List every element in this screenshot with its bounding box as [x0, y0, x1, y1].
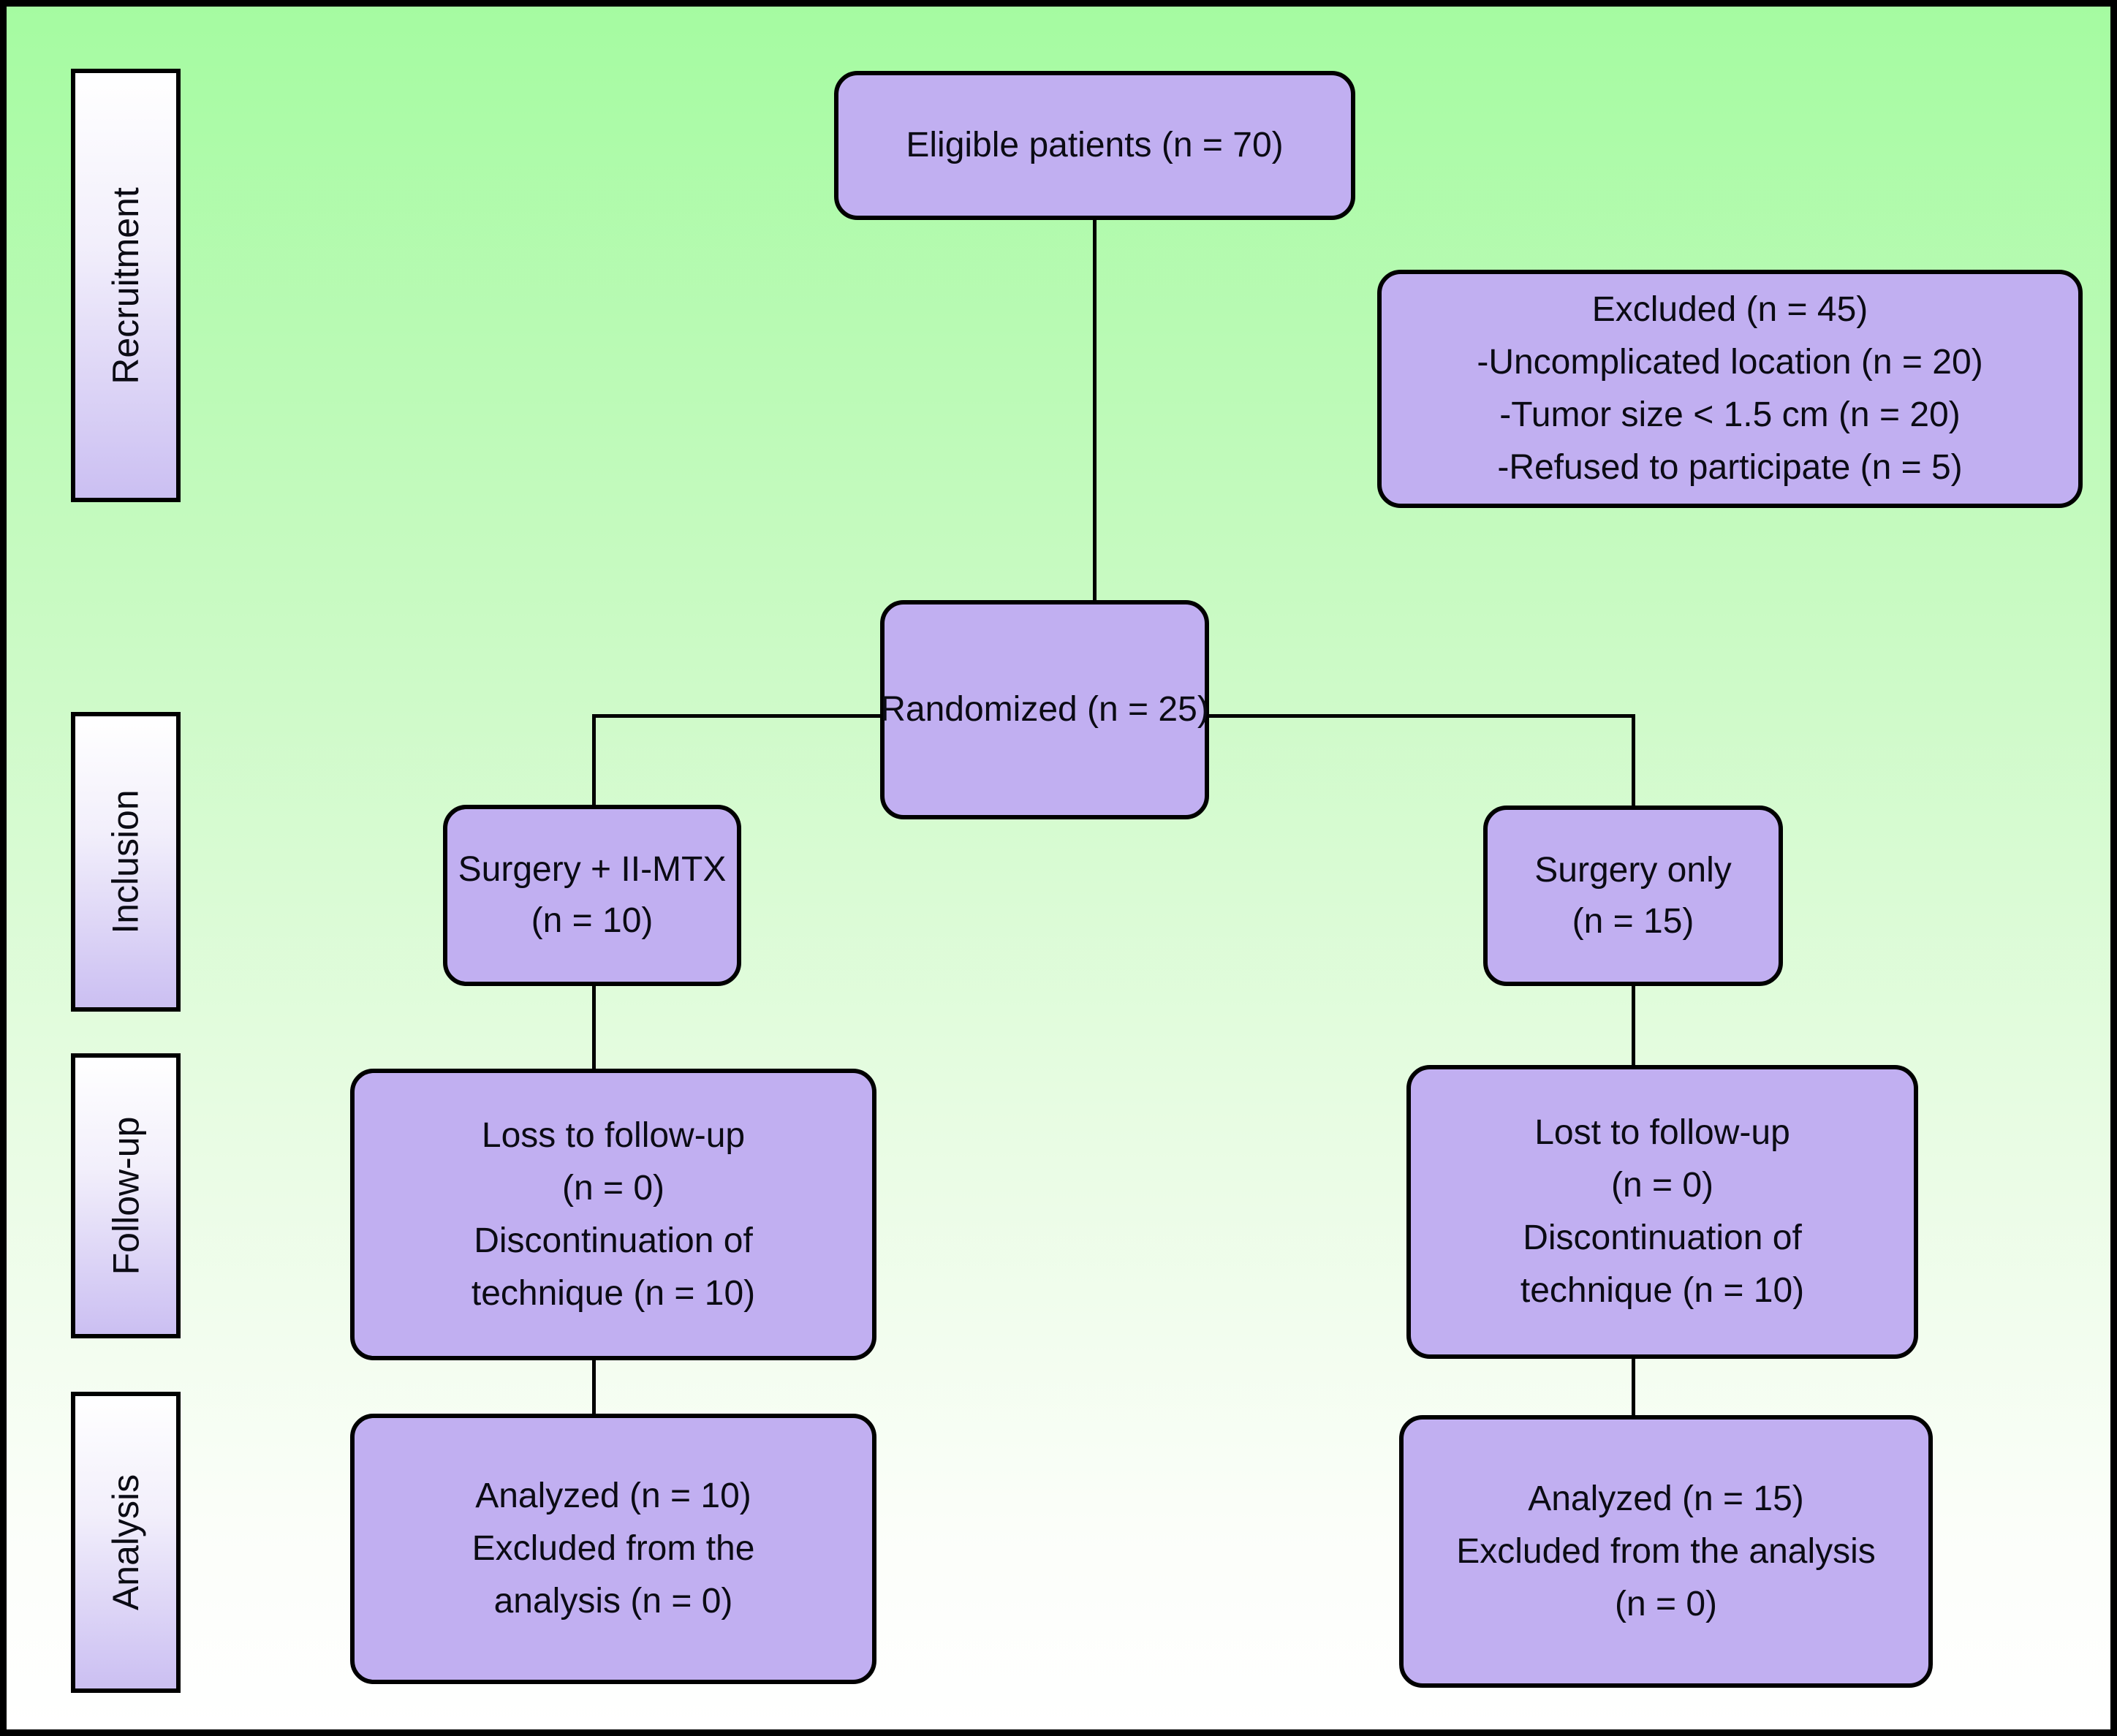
connector-followup-analysis-left	[592, 1359, 596, 1415]
box-text: (n = 0)	[561, 1168, 665, 1208]
box-analysis-right: Analyzed (n = 15) Excluded from the anal…	[1399, 1415, 1933, 1688]
stage-label-follow-up: Follow-up	[71, 1053, 181, 1338]
box-text: Excluded from the analysis	[1456, 1531, 1876, 1571]
connector-randomized-right-vertical	[1632, 714, 1635, 807]
box-text: Excluded (n = 45)	[1591, 290, 1868, 329]
box-followup-right: Lost to follow-up (n = 0) Discontinuatio…	[1406, 1065, 1918, 1359]
box-text: Loss to follow-up	[481, 1115, 746, 1155]
stage-label-text: Inclusion	[105, 789, 146, 934]
stage-label-text: Follow-up	[105, 1116, 146, 1276]
box-text: (n = 0)	[1610, 1166, 1714, 1205]
box-text: Analyzed (n = 10)	[475, 1477, 751, 1515]
box-text: -Tumor size < 1.5 cm (n = 20)	[1499, 395, 1961, 434]
box-surgery-ii-mtx: Surgery + II-MTX (n = 10)	[443, 805, 741, 986]
box-text: Randomized (n = 25)	[880, 690, 1209, 729]
box-text: Discontinuation of	[1523, 1218, 1802, 1257]
stage-label-analysis: Analysis	[71, 1392, 181, 1693]
stage-label-text: Recruitment	[105, 186, 146, 384]
connector-surgeryonly-followup	[1632, 985, 1635, 1066]
box-followup-left: Loss to follow-up (n = 0) Discontinuatio…	[350, 1069, 876, 1360]
box-text: Discontinuation of	[474, 1221, 753, 1260]
connector-randomized-left-horizontal	[592, 714, 882, 718]
box-analysis-left: Analyzed (n = 10) Excluded from the anal…	[350, 1414, 876, 1684]
connector-randomized-left-vertical	[592, 714, 596, 806]
box-excluded: Excluded (n = 45) -Uncomplicated locatio…	[1377, 270, 2083, 508]
box-text: Surgery + II-MTX	[458, 850, 727, 889]
box-text: (n = 15)	[1572, 901, 1694, 941]
box-text: Lost to follow-up	[1534, 1113, 1790, 1152]
stage-label-text: Analysis	[105, 1474, 146, 1611]
box-text: Excluded from the	[472, 1529, 755, 1568]
box-text: technique (n = 10)	[471, 1273, 756, 1313]
connector-followup-analysis-right	[1632, 1357, 1635, 1417]
connector-surgerymtx-followup	[592, 985, 596, 1070]
connector-eligible-randomized	[1093, 220, 1097, 600]
box-text: -Uncomplicated location (n = 20)	[1477, 343, 1983, 382]
connector-randomized-right-horizontal	[1208, 714, 1635, 718]
box-text: (n = 0)	[1614, 1584, 1718, 1623]
box-text: (n = 10)	[531, 901, 654, 940]
box-text: Analyzed (n = 15)	[1528, 1479, 1804, 1518]
stage-label-inclusion: Inclusion	[71, 712, 181, 1012]
box-text: Surgery only	[1534, 850, 1732, 890]
box-text: technique (n = 10)	[1520, 1271, 1805, 1310]
box-text: analysis (n = 0)	[493, 1582, 733, 1621]
box-eligible-patients: Eligible patients (n = 70)	[834, 71, 1355, 220]
box-text: Eligible patients (n = 70)	[906, 126, 1284, 164]
box-text: -Refused to participate (n = 5)	[1497, 448, 1963, 487]
stage-label-recruitment: Recruitment	[71, 69, 181, 502]
box-surgery-only: Surgery only (n = 15)	[1483, 806, 1783, 986]
box-randomized: Randomized (n = 25)	[880, 600, 1209, 819]
